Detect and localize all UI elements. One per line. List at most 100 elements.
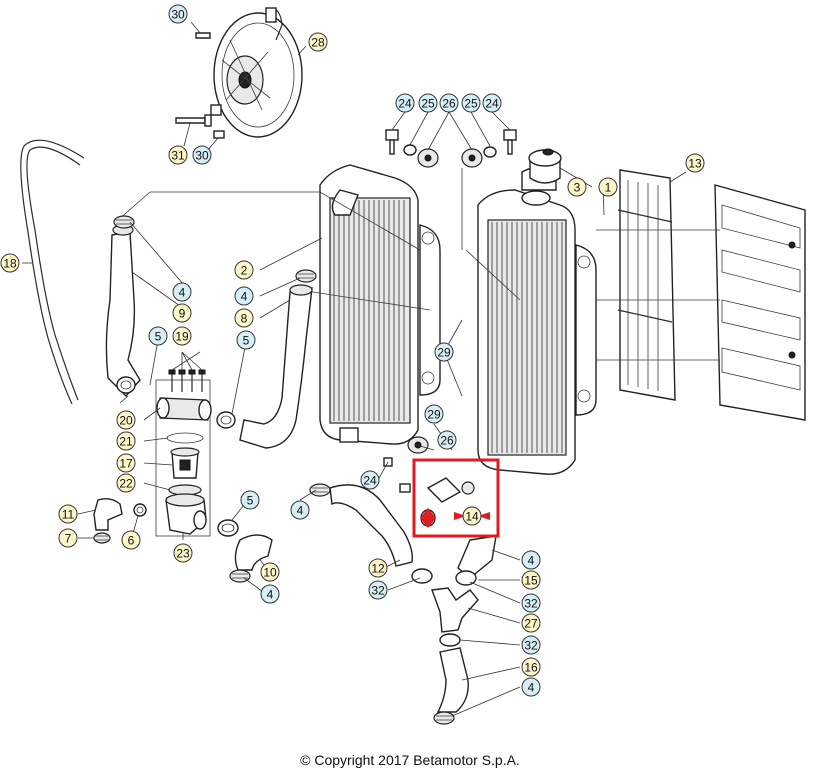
- callout-29[interactable]: 29: [424, 404, 444, 424]
- mount-grommet-lower[interactable]: [407, 436, 429, 454]
- callout-32[interactable]: 32: [521, 593, 541, 613]
- callout-16[interactable]: 16: [521, 657, 541, 677]
- callout-circle: [260, 562, 280, 582]
- callout-7[interactable]: 7: [58, 528, 78, 548]
- mount-grommet-left[interactable]: [417, 148, 439, 168]
- y-piece-clamp-right[interactable]: [455, 570, 477, 586]
- callout-13[interactable]: 13: [685, 153, 705, 173]
- hose-clamp-mid-left[interactable]: [295, 269, 317, 283]
- mount-bolt-left[interactable]: [385, 129, 399, 155]
- callout-4[interactable]: 4: [172, 282, 192, 302]
- middle-hose[interactable]: [239, 284, 313, 449]
- callout-10[interactable]: 10: [260, 562, 280, 582]
- callout-24[interactable]: 24: [395, 93, 415, 113]
- hose-clamp-lower[interactable]: [309, 483, 331, 497]
- callout-5[interactable]: 5: [148, 326, 168, 346]
- callout-32[interactable]: 32: [368, 580, 388, 600]
- callout-15[interactable]: 15: [521, 570, 541, 590]
- callout-9[interactable]: 9: [172, 303, 192, 323]
- small-o-ring[interactable]: [133, 503, 147, 517]
- thermostat-housing-cover[interactable]: [156, 397, 212, 421]
- callout-24[interactable]: 24: [360, 470, 380, 490]
- callout-circle: [236, 330, 256, 350]
- drain-bolt[interactable]: [383, 457, 411, 493]
- callout-21[interactable]: 21: [116, 431, 136, 451]
- breather-hose[interactable]: [20, 139, 85, 405]
- small-clamp[interactable]: [93, 532, 111, 544]
- callout-circle: [0, 253, 20, 273]
- callout-25[interactable]: 25: [461, 93, 481, 113]
- callout-30[interactable]: 30: [168, 4, 188, 24]
- hose-clamp-mid[interactable]: [216, 411, 236, 429]
- callout-label: 29: [427, 408, 441, 422]
- callout-26[interactable]: 26: [437, 430, 457, 450]
- hose-clamp-left[interactable]: [116, 376, 136, 394]
- callout-4[interactable]: 4: [290, 500, 310, 520]
- callout-circle: [234, 260, 254, 280]
- callout-29[interactable]: 29: [434, 342, 454, 362]
- mount-grommet-right[interactable]: [461, 148, 483, 168]
- upper-left-hose[interactable]: [105, 224, 141, 398]
- clamp-right-elbow[interactable]: [217, 519, 239, 537]
- lower-hose[interactable]: [436, 647, 469, 713]
- fan-small-screw[interactable]: [213, 130, 225, 139]
- hose-clamp-upper-left[interactable]: [113, 215, 135, 229]
- callout-3[interactable]: 3: [567, 177, 587, 197]
- fan-bolt[interactable]: [175, 114, 212, 127]
- right-radiator[interactable]: [477, 166, 597, 475]
- callout-11[interactable]: 11: [58, 504, 78, 524]
- callout-17[interactable]: 17: [116, 453, 136, 473]
- callout-circle: [685, 153, 705, 173]
- radiator-cap-neck[interactable]: [521, 190, 551, 206]
- short-elbow-hose[interactable]: [234, 534, 273, 571]
- callout-6[interactable]: 6: [121, 530, 141, 550]
- callout-24[interactable]: 24: [482, 93, 502, 113]
- callout-25[interactable]: 25: [418, 93, 438, 113]
- radiator-guard[interactable]: [617, 169, 676, 401]
- y-piece-clamp-bottom[interactable]: [439, 633, 461, 647]
- callout-4[interactable]: 4: [521, 550, 541, 570]
- callout-32[interactable]: 32: [521, 635, 541, 655]
- callout-14[interactable]: 14: [462, 506, 482, 526]
- callout-circle: [368, 558, 388, 578]
- thermostat-housing[interactable]: [165, 493, 207, 535]
- mount-washer-left[interactable]: [403, 144, 417, 156]
- callout-5[interactable]: 5: [236, 330, 256, 350]
- radiator-cap[interactable]: [528, 148, 562, 184]
- callout-label: 4: [241, 290, 248, 304]
- y-piece-clamp-left[interactable]: [411, 568, 433, 584]
- bottom-hose-left[interactable]: [329, 484, 414, 567]
- callout-23[interactable]: 23: [173, 543, 193, 563]
- callout-20[interactable]: 20: [116, 410, 136, 430]
- callout-1[interactable]: 1: [598, 177, 618, 197]
- fan-screw[interactable]: [195, 32, 211, 39]
- callout-label: 30: [171, 8, 185, 22]
- callout-28[interactable]: 28: [308, 32, 328, 52]
- cooling-fan[interactable]: [210, 7, 303, 138]
- callout-4[interactable]: 4: [521, 677, 541, 697]
- thermostat[interactable]: [170, 447, 200, 479]
- callout-27[interactable]: 27: [521, 613, 541, 633]
- callout-31[interactable]: 31: [168, 145, 188, 165]
- callout-22[interactable]: 22: [116, 473, 136, 493]
- left-radiator[interactable]: [319, 164, 441, 445]
- callout-18[interactable]: 18: [0, 253, 20, 273]
- callout-5[interactable]: 5: [240, 490, 260, 510]
- callout-30[interactable]: 30: [192, 145, 212, 165]
- mount-washer-right[interactable]: [483, 146, 497, 158]
- callout-circle: [58, 504, 78, 524]
- thermostat-o-ring[interactable]: [166, 432, 204, 444]
- callout-26[interactable]: 26: [439, 93, 459, 113]
- callout-8[interactable]: 8: [234, 308, 254, 328]
- small-elbow[interactable]: [93, 497, 123, 531]
- callout-12[interactable]: 12: [368, 558, 388, 578]
- mount-bolt-right[interactable]: [503, 129, 517, 155]
- callout-4[interactable]: 4: [260, 584, 280, 604]
- y-piece[interactable]: [431, 587, 479, 633]
- callout-4[interactable]: 4: [234, 286, 254, 306]
- lower-hose-clamp[interactable]: [433, 711, 455, 725]
- callout-19[interactable]: 19: [172, 326, 192, 346]
- thermostat-screws[interactable]: [168, 369, 206, 392]
- radiator-louver[interactable]: [714, 184, 806, 421]
- callout-2[interactable]: 2: [234, 260, 254, 280]
